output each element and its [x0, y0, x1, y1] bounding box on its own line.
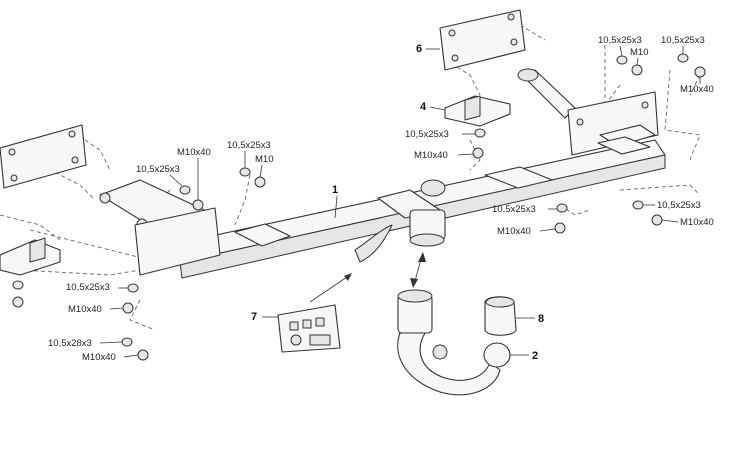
callout-2: 2 — [532, 350, 538, 362]
fastener-labels: 10,5x25x3 M10 10,5x25x3 M10x40 10,5x25x3… — [48, 35, 714, 363]
fasteners — [12, 53, 706, 361]
label-bolt-tl: M10x40 — [177, 147, 211, 158]
callout-1: 1 — [332, 184, 338, 196]
label-washer-mid: 10,5x25x3 — [405, 129, 449, 140]
tow-ball-2 — [397, 289, 511, 396]
callout-7: 7 — [251, 311, 257, 323]
ball-cap-8 — [484, 296, 517, 336]
ball-socket-housing — [409, 179, 446, 247]
callout-4: 4 — [420, 101, 427, 113]
label-bolt-tr: M10x40 — [680, 84, 714, 95]
callout-6: 6 — [416, 43, 422, 55]
mounting-plate-6 — [439, 9, 526, 71]
electrical-kit-7 — [277, 273, 352, 353]
left-mounting-plate — [0, 124, 87, 189]
callout-8: 8 — [538, 313, 544, 325]
label-nut-tr: M10 — [630, 47, 648, 58]
label-bolt-mid: M10x40 — [414, 150, 448, 161]
label-washer-mr: 10,5x25x3 — [492, 204, 536, 215]
right-side-arm — [517, 68, 659, 156]
label-washer-tl2: 10,5x25x3 — [136, 164, 180, 175]
label-bolt-r: M10x40 — [680, 217, 714, 228]
mounting-arrow — [410, 252, 426, 288]
label-bolt-bl1: M10x40 — [68, 304, 102, 315]
main-cross-beam-1 — [99, 136, 666, 279]
wiring-harness — [354, 224, 393, 263]
bracket-4 — [444, 95, 511, 127]
label-nut-tl: M10 — [255, 154, 273, 165]
left-lower-bracket — [0, 237, 61, 276]
label-bolt-mr: M10x40 — [497, 226, 531, 237]
label-washer-tr2: 10,5x25x3 — [661, 35, 705, 46]
label-washer-bl2: 10,5x28x3 — [48, 338, 92, 349]
label-washer-bl1: 10,5x25x3 — [66, 282, 110, 293]
label-washer-tl: 10,5x25x3 — [227, 140, 271, 151]
label-washer-tr1: 10,5x25x3 — [598, 35, 642, 46]
label-bolt-bl2: M10x40 — [82, 352, 116, 363]
label-washer-r: 10,5x25x3 — [657, 200, 701, 211]
part-number-callouts: 6 4 1 7 8 2 — [251, 43, 544, 362]
